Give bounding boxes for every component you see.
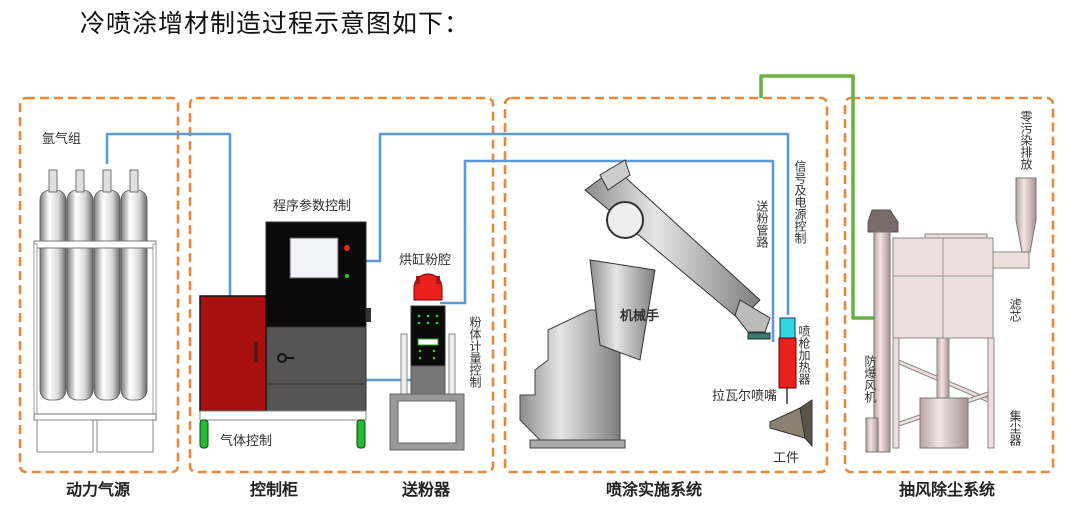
label-drying-powder-chamber: 烘缸粉腔: [399, 252, 451, 268]
spray-gun-heater: [778, 317, 797, 404]
section-label-control-cabinet: 控制柜: [250, 480, 298, 499]
label-filter-core: 滤芯: [1008, 298, 1022, 322]
signal-power-line: [366, 132, 790, 315]
section-box-control-feeder: [188, 96, 495, 474]
section-label-dust-removal: 抽风除尘系统: [899, 480, 995, 499]
label-signal-power-control: 信号及电源控制: [793, 160, 807, 244]
label-argon-group: 氩气组: [42, 131, 81, 147]
section-label-power-gas: 动力气源: [66, 480, 130, 499]
argon-cylinder-rack: [33, 169, 157, 453]
exhaust-line: [759, 74, 878, 320]
label-robot-arm: 机械手: [620, 308, 659, 324]
argon-gas-line: [105, 132, 232, 296]
label-zero-pollution-discharge: 零污染排放: [1019, 110, 1033, 170]
control-cabinet-unit: [199, 221, 371, 449]
label-powder-metering-control: 粉体计量控制: [468, 316, 482, 388]
label-dust-collector: 集尘器: [1008, 409, 1022, 447]
section-box-dust-removal: [843, 96, 1055, 474]
robot-arm-unit: [519, 159, 771, 449]
workpiece-shape: [769, 399, 813, 448]
page-title: 冷喷涂增材制造过程示意图如下：: [80, 9, 471, 38]
section-label-spray-system: 喷涂实施系统: [606, 480, 702, 499]
section-label-powder-feeder: 送粉器: [401, 480, 451, 499]
powder-feed-line: [440, 159, 775, 342]
label-gun-heater: 喷枪加热器: [797, 325, 811, 386]
label-gas-control: 气体控制: [220, 433, 272, 449]
label-powder-pipeline: 送粉管路: [755, 199, 769, 249]
label-program-param-control: 程序参数控制: [273, 198, 351, 214]
dust-collector-unit: [865, 177, 1037, 453]
section-box-power-gas: [18, 96, 180, 474]
powder-feeder-unit: [389, 273, 465, 451]
label-laval-nozzle: 拉瓦尔喷嘴: [712, 389, 777, 404]
label-explosion-proof-fan: 防爆风机: [863, 354, 877, 403]
label-workpiece: 工件: [773, 451, 799, 466]
section-box-spray-system: [503, 96, 829, 474]
